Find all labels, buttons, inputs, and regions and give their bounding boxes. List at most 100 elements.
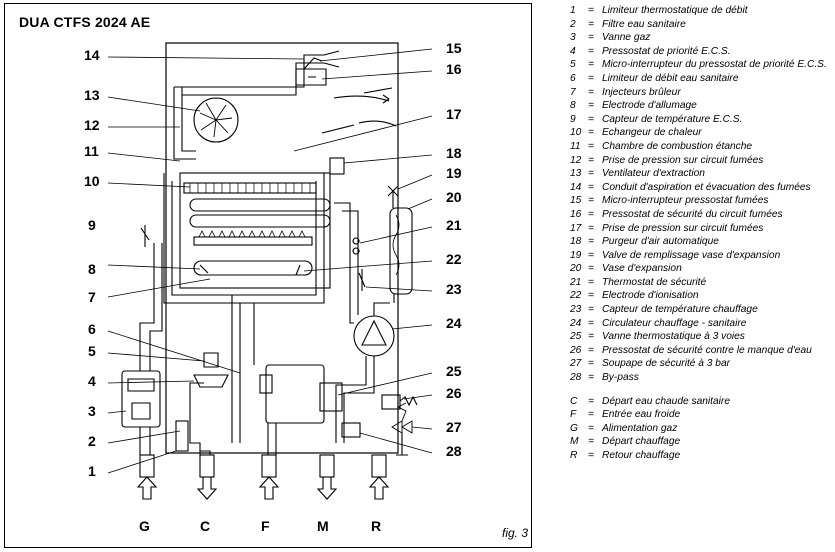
flue-terminal xyxy=(304,50,340,68)
pipe-left-loop xyxy=(163,173,262,365)
burner-manifold xyxy=(193,260,313,276)
arrow-c xyxy=(196,476,218,500)
chamber-coil-1 xyxy=(189,198,331,212)
legend-item: 24=Circulateur chauffage - sanitaire xyxy=(570,317,747,329)
pipe-dhw-out xyxy=(189,382,211,455)
electrodes xyxy=(199,264,301,276)
legend-item: 23=Capteur de température chauffage xyxy=(570,304,758,316)
legend-item: 3=Vanne gaz xyxy=(570,32,651,44)
legend-item: 20=Vase d'expansion xyxy=(570,263,682,275)
leaders-right xyxy=(293,48,433,454)
legend-item: 6=Limiteur de débit eau sanitaire xyxy=(570,72,739,84)
stub-r xyxy=(371,454,387,478)
callout-14: 14 xyxy=(84,47,100,63)
water-pressure-switch xyxy=(381,394,401,410)
expansion-membrane xyxy=(392,214,400,276)
stub-m xyxy=(319,454,335,478)
water-switch-contact xyxy=(399,395,418,407)
callout-8: 8 xyxy=(88,261,96,277)
legend-item: 22=Electrode d'ionisation xyxy=(570,290,699,302)
legend-item: 13=Ventilateur d'extraction xyxy=(570,168,705,180)
pump-arrow xyxy=(361,319,387,346)
legend-item: 28=By-pass xyxy=(570,372,639,384)
callout-18: 18 xyxy=(446,145,462,161)
connection-label-m: M xyxy=(317,518,329,534)
callout-5: 5 xyxy=(88,343,96,359)
callout-12: 12 xyxy=(84,117,100,133)
legend-item: 15=Micro-interrupteur pressostat fumées xyxy=(570,195,769,207)
callout-28: 28 xyxy=(446,443,462,459)
callout-22: 22 xyxy=(446,251,462,267)
flue-duct xyxy=(173,54,324,160)
callout-6: 6 xyxy=(88,321,96,337)
callout-2: 2 xyxy=(88,433,96,449)
legend-connection: F=Entrée eau froide xyxy=(570,409,681,421)
pipe-heating-flow xyxy=(231,173,325,443)
legend: 1=Limiteur thermostatique de débit 2=Fil… xyxy=(570,4,830,463)
safety-valve xyxy=(391,402,413,434)
pipe-pump-out xyxy=(335,356,375,443)
callout-4: 4 xyxy=(88,373,96,389)
legend-item: 1=Limiteur thermostatique de débit xyxy=(570,5,748,16)
callout-15: 15 xyxy=(446,40,462,56)
dhw-exchanger xyxy=(265,364,325,424)
arrow-g xyxy=(136,476,158,500)
fan-blades xyxy=(199,102,233,138)
legend-connection: M=Départ chauffage xyxy=(570,436,681,448)
dhw-flow-limiter xyxy=(259,374,273,394)
connection-label-r: R xyxy=(371,518,382,534)
diagram-frame xyxy=(4,3,532,548)
connection-label-g: G xyxy=(139,518,150,534)
priority-pressure-switch xyxy=(193,352,229,388)
pipe-heating-return xyxy=(334,202,359,324)
legend-item: 10=Echangeur de chaleur xyxy=(570,127,702,139)
callout-13: 13 xyxy=(84,87,100,103)
legend-item: 18=Purgeur d'air automatique xyxy=(570,236,719,248)
callout-10: 10 xyxy=(84,173,100,189)
heating-sensor xyxy=(358,269,366,291)
fill-valve xyxy=(387,185,399,208)
chamber-coil-2 xyxy=(189,214,331,228)
legend-item: 16=Pressostat de sécurité du circuit fum… xyxy=(570,208,783,220)
callout-1: 1 xyxy=(88,463,96,479)
legend-spacer xyxy=(570,385,830,395)
legend-item: 14=Conduit d'aspiration et évacuation de… xyxy=(570,181,811,193)
pipe-to-vessel xyxy=(373,294,395,316)
figure-label: fig. 3 xyxy=(502,526,529,540)
callout-20: 20 xyxy=(446,189,462,205)
callout-11: 11 xyxy=(84,143,99,159)
legend-item: 19=Valve de remplissage vase d'expansion xyxy=(570,249,781,261)
burner xyxy=(193,236,313,246)
stub-g xyxy=(139,454,155,478)
stub-f xyxy=(261,454,277,478)
callout-24: 24 xyxy=(446,315,462,331)
callout-3: 3 xyxy=(88,403,96,419)
safety-drain xyxy=(396,433,408,456)
legend-item: 11=Chambre de combustion étanche xyxy=(570,140,753,152)
callout-25: 25 xyxy=(446,363,462,379)
callout-21: 21 xyxy=(446,217,462,233)
callout-9: 9 xyxy=(88,217,96,233)
pipe-coldwater xyxy=(267,423,277,455)
legend-item: 21=Thermostat de sécurité xyxy=(570,276,707,288)
dhw-sensor xyxy=(140,225,150,247)
legend-connection: R=Retour chauffage xyxy=(570,450,681,461)
pressure-switch xyxy=(295,57,327,86)
legend-connection: C=Départ eau chaude sanitaire xyxy=(570,395,730,407)
callout-23: 23 xyxy=(446,281,462,297)
legend-item: 9=Capteur de température E.C.S. xyxy=(570,113,743,125)
heat-exchanger-fins xyxy=(189,183,311,193)
pipe-gas xyxy=(139,243,163,455)
expansion-vessel xyxy=(389,207,413,295)
legend-item: 17=Prise de pression sur circuit fumées xyxy=(570,222,764,234)
legend-item: 4=Pressostat de priorité E.C.S. xyxy=(570,45,731,57)
arrow-m xyxy=(316,476,338,500)
combustion-chamber xyxy=(179,172,331,289)
legend-item: 12=Prise de pression sur circuit fumées xyxy=(570,154,764,166)
callout-17: 17 xyxy=(446,106,462,122)
callout-26: 26 xyxy=(446,385,462,401)
legend-item: 25=Vanne thermostatique à 3 voies xyxy=(570,331,745,343)
callout-7: 7 xyxy=(88,289,96,305)
legend-item: 8=Electrode d'allumage xyxy=(570,100,697,112)
stub-c xyxy=(199,454,215,478)
